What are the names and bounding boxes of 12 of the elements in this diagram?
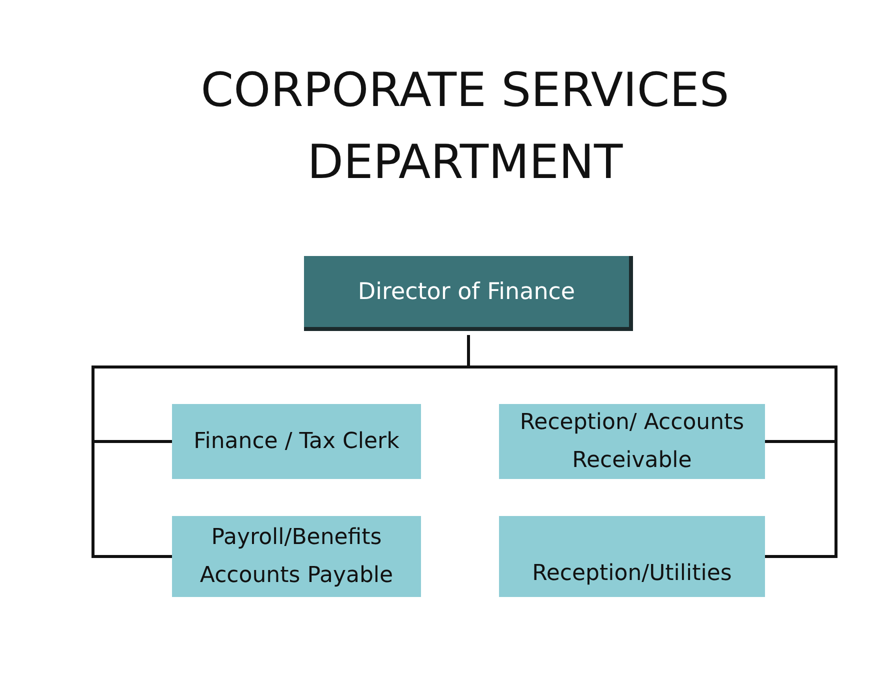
title: CORPORATE SERVICES DEPARTMENT	[200, 62, 730, 192]
role-box	[499, 516, 765, 597]
role-title: Payroll/Benefits Accounts Payable	[198, 524, 394, 590]
director-box	[304, 256, 633, 331]
role-title: Reception/Utilities	[532, 560, 732, 588]
role-box	[172, 404, 421, 479]
connector-line	[467, 335, 838, 558]
role-box	[499, 404, 765, 479]
role-box	[172, 516, 421, 597]
role-title: Finance / Tax Clerk	[194, 428, 400, 456]
role-title: Director of Finance	[358, 278, 576, 304]
role-title: Reception/ Accounts Receivable	[518, 408, 746, 474]
